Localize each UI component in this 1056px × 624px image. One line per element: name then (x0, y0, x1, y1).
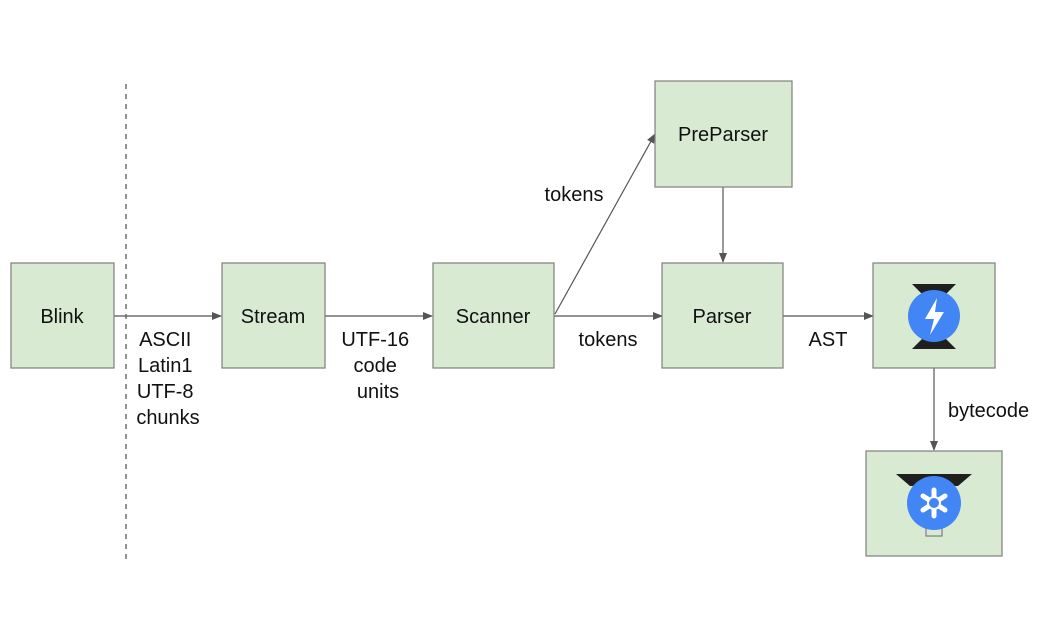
label-input-encodings-line-4: chunks (136, 407, 199, 429)
node-ignition (872, 262, 996, 369)
label-utf16-line-1: UTF-16 (341, 329, 409, 351)
node-scanner-label: Scanner (456, 306, 531, 328)
node-parser: Parser (661, 262, 784, 369)
node-blink-label: Blink (40, 306, 84, 328)
node-stream-label: Stream (241, 306, 305, 328)
node-parser-label: Parser (693, 306, 752, 328)
edge-scanner-preparser (554, 133, 656, 315)
node-preparser-label: PreParser (678, 124, 768, 146)
label-input-encodings-line-2: Latin1 (138, 355, 193, 377)
node-preparser: PreParser (654, 80, 793, 188)
node-scanner: Scanner (432, 262, 555, 369)
label-utf16-line-2: code (354, 355, 397, 377)
label-ast: AST (809, 329, 848, 351)
node-turbofan (865, 450, 1003, 557)
label-bytecode: bytecode (948, 400, 1029, 422)
label-input-encodings-line-1: ASCII (139, 329, 191, 351)
ignition-icon (908, 284, 960, 349)
turbofan-icon (896, 474, 972, 537)
label-input-encodings: ASCII Latin1 UTF-8 chunks (136, 329, 199, 429)
node-stream: Stream (221, 262, 326, 369)
label-tokens-preparser: tokens (545, 184, 604, 206)
label-utf16-line-3: units (357, 381, 399, 403)
node-blink: Blink (10, 262, 115, 369)
label-utf16: UTF-16 code units (341, 329, 414, 403)
label-input-encodings-line-3: UTF-8 (137, 381, 194, 403)
label-tokens-parser: tokens (579, 329, 638, 351)
